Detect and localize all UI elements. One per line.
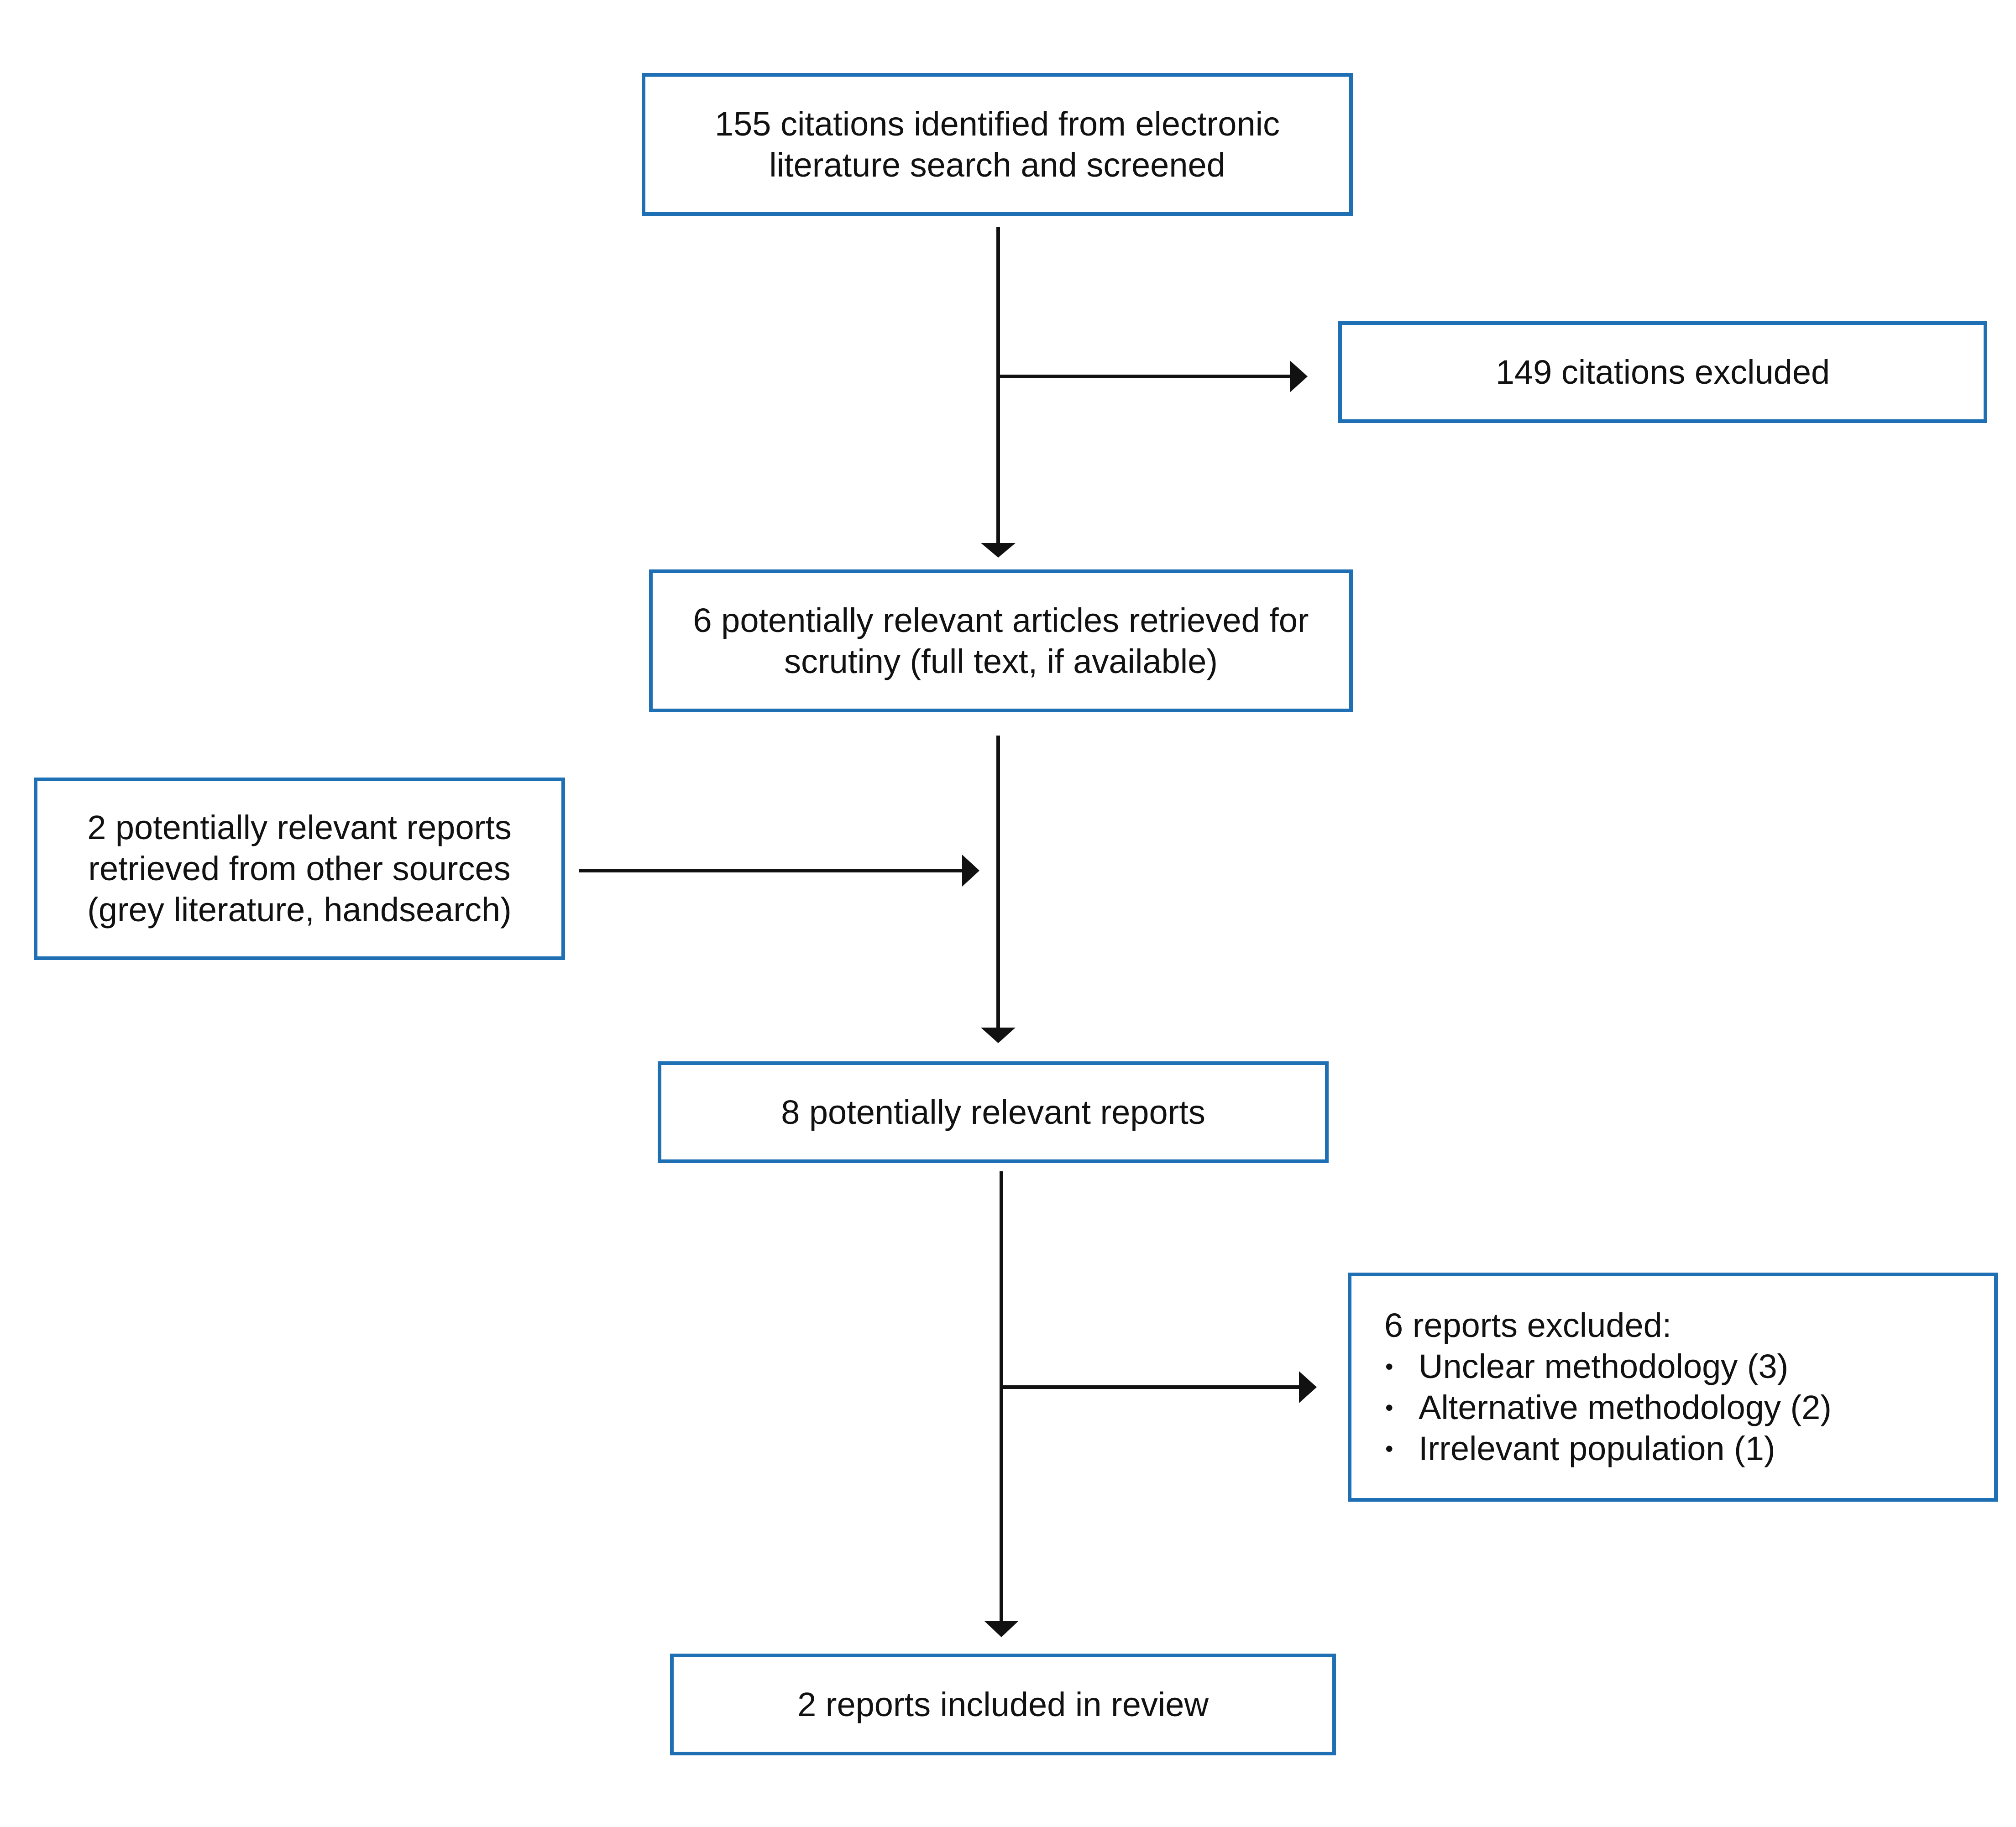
- exclusion-reason-item: Irrelevant population (1): [1384, 1428, 1832, 1469]
- exclusion-reason-item: Unclear methodology (3): [1384, 1346, 1832, 1387]
- potential-reports-label: 8 potentially relevant reports: [781, 1093, 1205, 1131]
- identified-citations-label: 155 citations identified from electronic…: [714, 104, 1280, 184]
- exclusion-reason-item: Alternative methodology (2): [1384, 1387, 1832, 1428]
- other-sources-box: 2 potentially relevant reports retrieved…: [34, 778, 565, 960]
- exclusion-reasons-list: Unclear methodology (3) Alternative meth…: [1384, 1346, 1832, 1469]
- arrowhead-down-icon: [981, 543, 1016, 558]
- retrieved-articles-box: 6 potentially relevant articles retrieve…: [649, 569, 1353, 712]
- arrowhead-right-icon: [962, 855, 979, 887]
- other-sources-label: 2 potentially relevant reports retrieved…: [87, 809, 512, 929]
- included-reports-label: 2 reports included in review: [797, 1685, 1209, 1723]
- arrowhead-down-icon: [984, 1621, 1019, 1637]
- retrieved-articles-label: 6 potentially relevant articles retrieve…: [693, 601, 1309, 680]
- identified-citations-box: 155 citations identified from electronic…: [642, 73, 1353, 216]
- excluded-citations-box: 149 citations excluded: [1338, 321, 1987, 423]
- arrowhead-down-icon: [981, 1028, 1016, 1043]
- excluded-reports-content: 6 reports excluded: Unclear methodology …: [1384, 1305, 1832, 1469]
- excluded-reports-header: 6 reports excluded:: [1384, 1306, 1672, 1344]
- arrowhead-right-icon: [1290, 360, 1308, 392]
- potential-reports-box: 8 potentially relevant reports: [658, 1061, 1329, 1163]
- included-reports-box: 2 reports included in review: [670, 1654, 1336, 1755]
- excluded-reports-box: 6 reports excluded: Unclear methodology …: [1348, 1273, 1998, 1502]
- arrowhead-right-icon: [1299, 1371, 1317, 1403]
- excluded-citations-label: 149 citations excluded: [1495, 353, 1830, 391]
